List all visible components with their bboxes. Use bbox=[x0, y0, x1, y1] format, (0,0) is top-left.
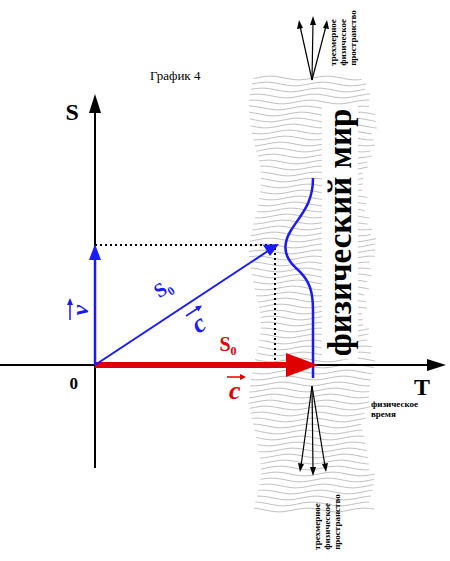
blue-vector bbox=[95, 251, 268, 365]
vector-label: S₀ bbox=[149, 274, 175, 302]
vector-symbol: c bbox=[186, 309, 211, 339]
blue-vector-head bbox=[263, 244, 279, 256]
band-wave bbox=[260, 478, 374, 482]
space-arrows bbox=[301, 386, 325, 470]
axis-label: T bbox=[414, 374, 430, 400]
origin-label: 0 bbox=[70, 375, 79, 394]
band-wave bbox=[250, 94, 370, 98]
band-wave bbox=[249, 388, 369, 392]
band-wave bbox=[260, 454, 368, 458]
projection-line bbox=[274, 248, 276, 363]
band-wave bbox=[255, 430, 363, 434]
space-note: трехмерное физическое пространство bbox=[313, 486, 343, 550]
space-note: трехмерное физическое пространство bbox=[329, 2, 359, 66]
velocity-vector bbox=[94, 256, 97, 365]
red-vector bbox=[95, 362, 290, 368]
band-wave bbox=[252, 82, 366, 86]
s-axis-head bbox=[89, 94, 101, 113]
band-wave bbox=[257, 496, 371, 500]
band-wave bbox=[261, 472, 375, 476]
band-wave bbox=[254, 76, 362, 80]
band-wave bbox=[261, 460, 369, 464]
velocity-vector-head bbox=[89, 244, 101, 260]
axis-label: S bbox=[66, 99, 79, 125]
band-wave bbox=[252, 418, 366, 422]
vector-overbar-head bbox=[67, 298, 73, 305]
physical-world-band bbox=[249, 76, 377, 512]
t-axis bbox=[0, 364, 430, 366]
time-note: физическое время bbox=[371, 400, 431, 420]
red-vector-head bbox=[286, 353, 318, 377]
space-arrow-heads bbox=[298, 463, 328, 476]
space-arrow-heads bbox=[297, 16, 329, 29]
t-axis-head bbox=[427, 359, 446, 371]
band-wave bbox=[250, 382, 370, 386]
space-arrows bbox=[300, 22, 326, 80]
vector-symbol: c bbox=[229, 377, 241, 406]
vector-overbar-head bbox=[240, 374, 246, 380]
band-wave bbox=[251, 88, 365, 92]
world-region: физический мир bbox=[322, 105, 358, 359]
band-wave bbox=[256, 436, 364, 440]
band-wave bbox=[258, 490, 372, 494]
band-wave bbox=[258, 442, 366, 446]
vector-label: S₀ bbox=[220, 333, 237, 355]
world-line-curve bbox=[285, 178, 313, 378]
band-wave bbox=[249, 100, 369, 104]
vector-symbol: v bbox=[67, 305, 93, 316]
band-wave bbox=[249, 394, 369, 398]
chart-title: График 4 bbox=[150, 69, 200, 83]
projection-line bbox=[95, 244, 276, 246]
band-wave bbox=[260, 484, 374, 488]
s-axis bbox=[94, 110, 96, 468]
region-title: физический мир bbox=[322, 105, 358, 359]
band-wave bbox=[251, 376, 371, 380]
